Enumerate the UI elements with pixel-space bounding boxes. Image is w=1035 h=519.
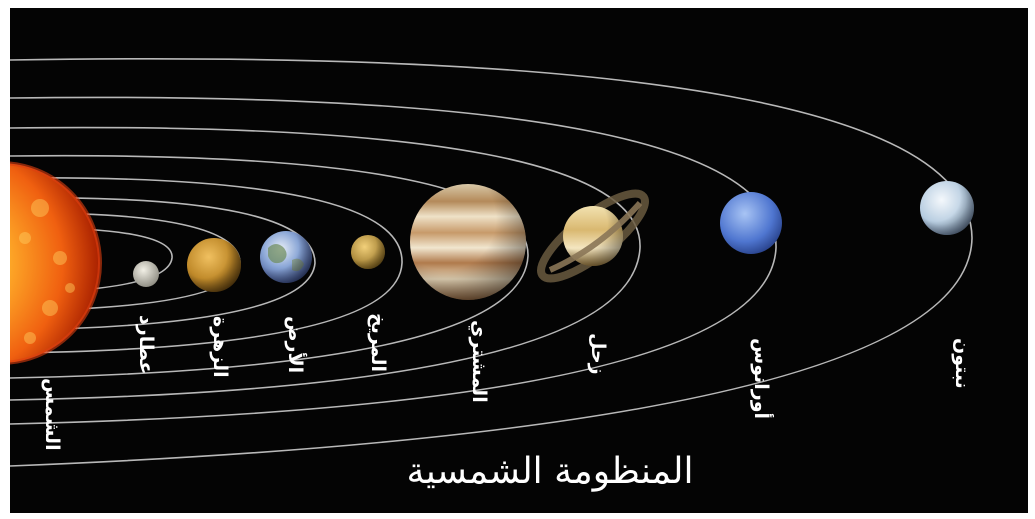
label-uranus: أورانوس xyxy=(750,338,772,420)
sun xyxy=(10,161,102,365)
sun-disc xyxy=(10,163,100,363)
label-mercury: عطارد xyxy=(135,315,157,375)
uranus xyxy=(720,192,782,254)
earth xyxy=(260,231,312,283)
saturn xyxy=(537,189,649,283)
mercury xyxy=(133,261,159,287)
diagram-title: المنظومة الشمسية xyxy=(406,451,694,492)
label-jupiter: المشتري xyxy=(468,320,490,403)
orbit-earth xyxy=(10,196,316,331)
label-sun: الشمس xyxy=(41,378,63,451)
mars xyxy=(351,235,385,269)
label-venus: الزهرة xyxy=(209,316,231,378)
orbits xyxy=(10,58,973,467)
orbit-jupiter xyxy=(10,154,529,379)
jupiter xyxy=(410,184,526,300)
orbit-uranus xyxy=(10,96,777,425)
solar-system-diagram: الشمس عطارد الزهرة الأرض المريخ المشتري … xyxy=(10,8,1028,513)
label-earth: الأرض xyxy=(284,316,306,374)
label-mars: المريخ xyxy=(367,313,389,373)
neptune xyxy=(920,181,974,235)
label-saturn: زحل xyxy=(587,333,609,375)
orbit-neptune xyxy=(10,58,973,467)
venus xyxy=(187,238,241,292)
orbit-saturn xyxy=(10,126,641,401)
orbit-mars xyxy=(10,177,403,354)
diagram-canvas xyxy=(10,58,974,467)
label-neptune: نبتون xyxy=(951,338,973,389)
